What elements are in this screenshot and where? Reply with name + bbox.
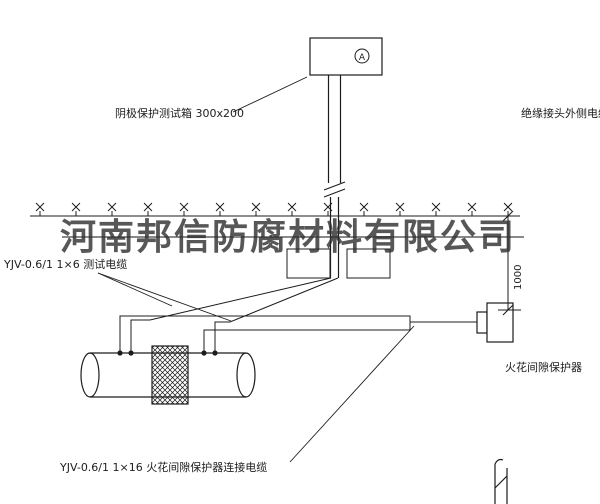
test-cable-leader-1 bbox=[97, 272, 173, 307]
spark-gap-cable-leader bbox=[289, 325, 415, 463]
pipe bbox=[80, 345, 256, 405]
spark-gap-cable-2 bbox=[203, 322, 411, 352]
ammeter-icon: A bbox=[354, 48, 370, 64]
test-box-label: 阴极保护测试箱 300x200 bbox=[115, 106, 244, 120]
test-cable-right bbox=[214, 277, 339, 352]
test-cable-label: YJV-0.6/1 1×6 测试电缆 bbox=[3, 258, 127, 271]
conduit-break-icon bbox=[323, 181, 346, 198]
test-box: A bbox=[309, 37, 383, 76]
soil-hatch bbox=[35, 202, 513, 217]
pipe-left-end bbox=[80, 352, 100, 398]
cable-terminal-dot bbox=[212, 350, 218, 356]
spark-gap-cable-1 bbox=[119, 315, 411, 352]
detail-marker-icon bbox=[494, 458, 508, 504]
cable-terminal-dot bbox=[117, 350, 123, 356]
dimension-label: 1000 bbox=[513, 265, 524, 290]
pipe-right-end bbox=[236, 352, 256, 398]
cable-terminal-dot bbox=[128, 350, 134, 356]
test-cable-left bbox=[130, 277, 332, 352]
insulating-joint bbox=[151, 345, 189, 405]
test-cable-leader-2 bbox=[97, 272, 232, 322]
spark-gap-cable-label: YJV-0.6/1 1×16 火花间隙保护器连接电缆 bbox=[59, 460, 267, 474]
spark-gap-label: 火花间隙保护器 bbox=[505, 360, 582, 374]
test-box-leader-line bbox=[232, 76, 308, 113]
ammeter-label: A bbox=[359, 53, 366, 63]
cable-terminals bbox=[117, 350, 218, 356]
concrete-block-left bbox=[286, 248, 331, 279]
insulated-joint-cable-label: 绝缘接头外侧电缆 bbox=[521, 106, 600, 120]
cable-terminal-dot bbox=[201, 350, 207, 356]
concrete-block-right bbox=[346, 248, 391, 279]
dimension-1000 bbox=[498, 210, 521, 316]
